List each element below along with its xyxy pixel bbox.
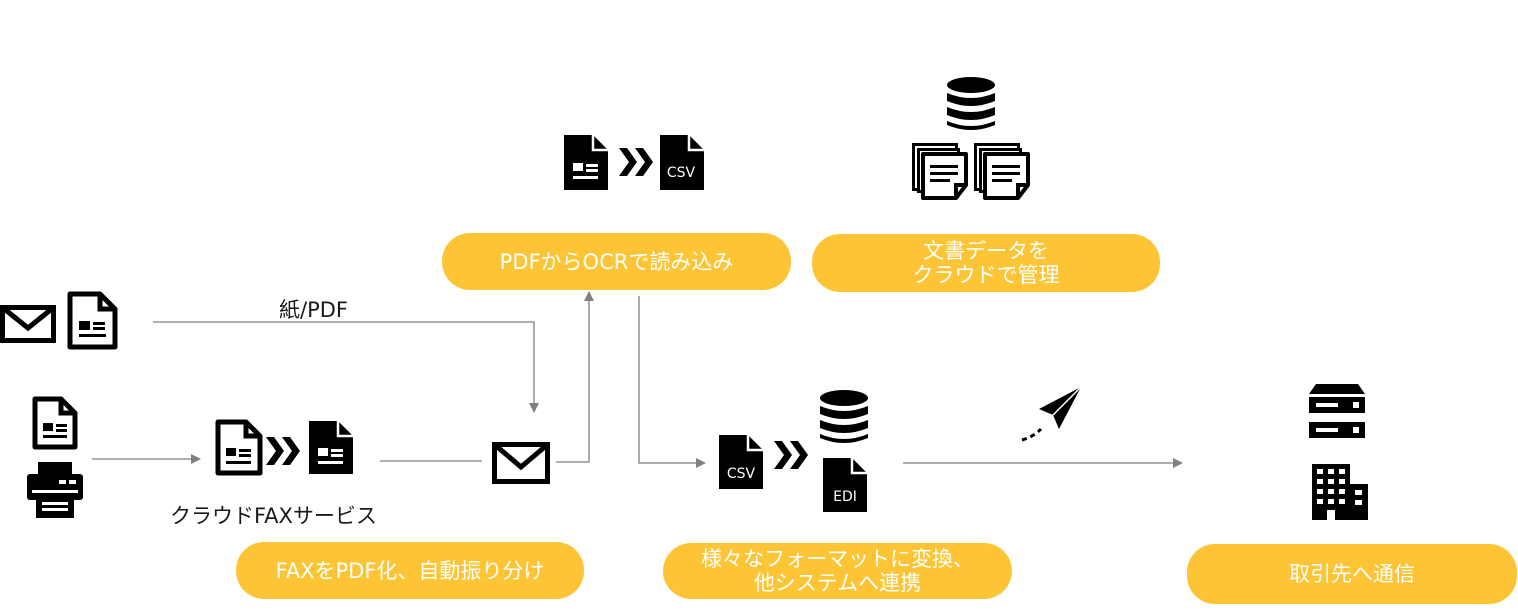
database-icon <box>820 390 868 443</box>
database-icon <box>947 77 995 130</box>
arrow-mail-to-ocr <box>556 291 594 463</box>
step-cloud-manage: 文書データを クラウドで管理 <box>812 234 1160 292</box>
double-chevron-icon <box>619 148 653 176</box>
mail-icon <box>492 442 550 484</box>
office-building-icon <box>1312 464 1368 520</box>
document-icon <box>215 419 263 476</box>
document-stack-icon <box>912 143 968 200</box>
fax-machine-icon <box>27 462 83 518</box>
csv-file-icon: CSV <box>719 435 763 489</box>
csv-file-icon: CSV <box>660 135 704 190</box>
csv-tag: CSV <box>667 165 696 181</box>
document-icon <box>309 421 353 474</box>
step-send: 取引先へ通信 <box>1187 544 1517 604</box>
step-convert: 様々なフォーマットに変換、 他システムへ連携 <box>663 543 1012 599</box>
csv-tag: CSV <box>727 466 756 482</box>
label-cloud-fax-service: クラウドFAXサービス <box>170 504 377 528</box>
paper-plane-icon <box>1021 386 1082 442</box>
double-chevron-icon <box>774 441 808 469</box>
double-chevron-icon <box>266 437 300 465</box>
edi-file-icon: EDI <box>823 458 867 512</box>
step-fax-to-pdf: FAXをPDF化、自動振り分け <box>236 542 584 599</box>
label-paper-pdf: 紙/PDF <box>279 298 348 322</box>
document-icon <box>67 291 118 350</box>
edi-tag: EDI <box>833 489 857 505</box>
mail-icon <box>0 305 56 343</box>
document-icon <box>564 135 608 190</box>
arrow-ocr-to-convert <box>638 296 706 468</box>
arrow-paper-to-mail <box>153 321 539 413</box>
server-icon <box>1309 384 1365 438</box>
document-icon <box>32 396 78 450</box>
document-stack-icon <box>974 143 1030 200</box>
step-ocr: PDFからOCRで読み込み <box>442 233 791 290</box>
